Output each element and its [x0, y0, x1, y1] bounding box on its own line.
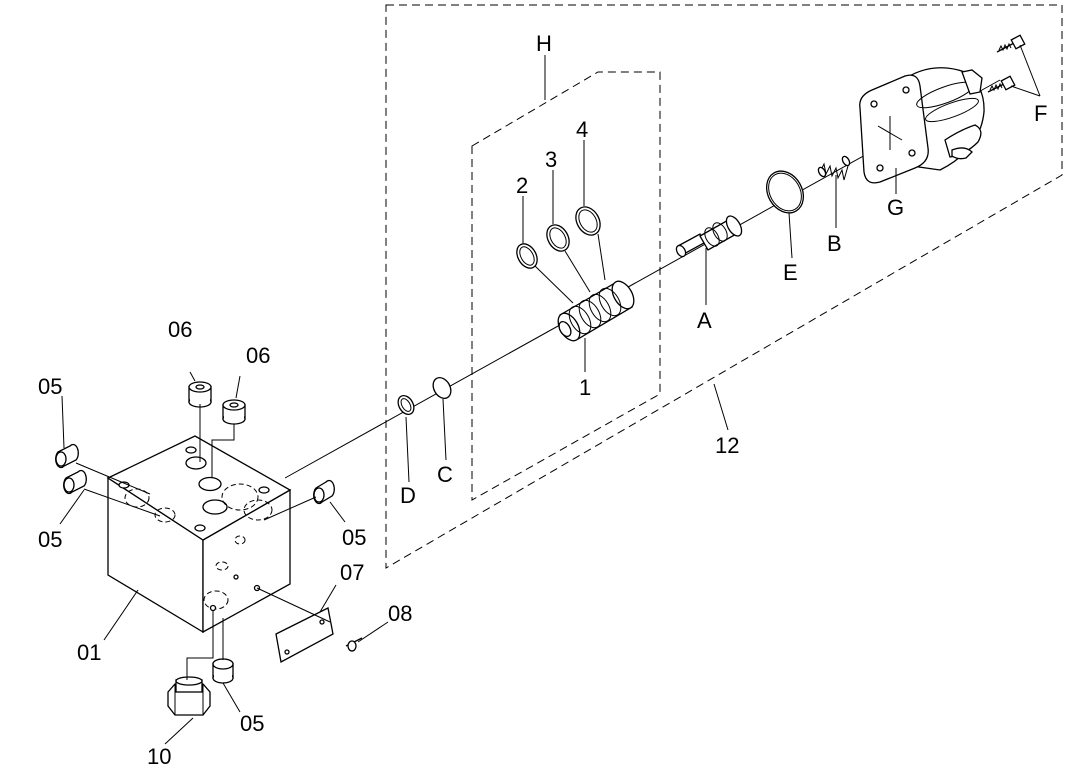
label-G: G [887, 195, 904, 220]
plug-06-left [188, 381, 212, 408]
plug-05-upper-left [55, 443, 79, 469]
screw-08 [345, 637, 363, 652]
label-F: F [1034, 101, 1047, 126]
seal-C [432, 377, 452, 399]
label-C: C [437, 462, 453, 487]
label-05-upper-left: 05 [38, 374, 62, 399]
label-08: 08 [388, 601, 412, 626]
label-12: 12 [715, 433, 739, 458]
label-05-right: 05 [342, 525, 366, 550]
solenoid-G [859, 67, 985, 184]
label-A: A [697, 308, 712, 333]
plug-fitting-10 [167, 676, 211, 716]
label-E: E [783, 260, 798, 285]
cartridge-1 [557, 280, 635, 342]
label-H: H [536, 31, 552, 56]
screw-F-upper [996, 34, 1026, 53]
part-labels: H 2 3 4 1 A E B G F 12 C D 06 06 05 05 0… [38, 31, 1047, 769]
plug-05-lower-left [63, 469, 87, 495]
leader-lines [59, 44, 1041, 745]
seal-D [397, 395, 415, 415]
label-05-bottom: 05 [240, 711, 264, 736]
label-3: 3 [545, 147, 557, 172]
o-ring-3 [546, 224, 570, 252]
o-ring-2 [516, 243, 538, 269]
plug-05-bottom [212, 658, 234, 684]
spool-A [675, 215, 743, 258]
label-10: 10 [147, 744, 171, 769]
label-06-left: 06 [168, 317, 192, 342]
label-06-right: 06 [246, 343, 270, 368]
label-05-lower-left: 05 [38, 527, 62, 552]
assembly-12-boundary [385, 4, 1063, 569]
label-07: 07 [340, 560, 364, 585]
assembly-H-boundary [471, 71, 661, 501]
spring-B [817, 155, 851, 181]
label-D: D [400, 483, 416, 508]
valve-block-01 [106, 435, 292, 634]
label-4: 4 [576, 117, 588, 142]
o-ring-4 [575, 206, 601, 236]
label-2: 2 [516, 173, 528, 198]
o-ring-E [765, 170, 805, 214]
plug-05-right [313, 479, 335, 505]
label-01: 01 [77, 640, 101, 665]
plug-06-right [222, 399, 246, 425]
nameplate-07 [275, 607, 334, 663]
label-1: 1 [579, 375, 591, 400]
label-B: B [827, 231, 842, 256]
